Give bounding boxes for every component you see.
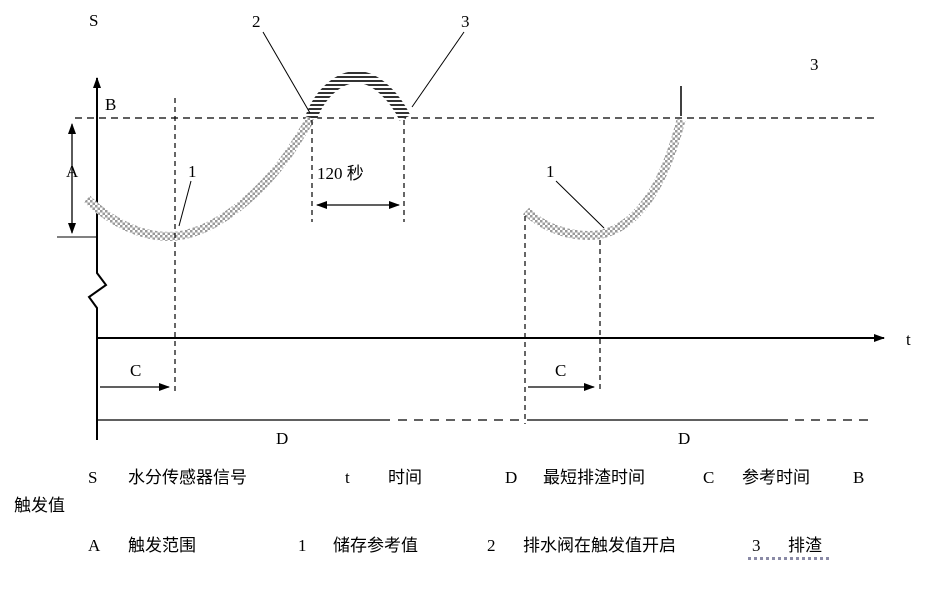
duration-label: 120 秒 xyxy=(317,164,364,183)
timing-diagram: S B A 2 3 3 1 120 秒 1 t C C D D xyxy=(57,11,911,448)
spellcheck-underline xyxy=(748,557,830,560)
legend-value-b-wrapped: 触发值 xyxy=(14,496,65,515)
legend-value-d: 最短排渣时间 xyxy=(543,468,645,487)
trigger-value-label: B xyxy=(105,95,116,114)
legend-key-c: C xyxy=(703,468,715,487)
legend-key-1: 1 xyxy=(298,536,307,555)
legend-key-a: A xyxy=(88,536,101,555)
leader-line-3 xyxy=(411,31,465,108)
y-axis xyxy=(87,77,108,440)
legend-key-3: 3 xyxy=(752,536,761,555)
legend-value-s: 水分传感器信号 xyxy=(128,468,247,487)
valve-open-label: 2 xyxy=(252,12,261,31)
legend-key-2: 2 xyxy=(487,536,496,555)
ref-time-right-label: C xyxy=(555,361,566,380)
ref-point-right-label: 1 xyxy=(546,162,555,181)
legend-value-a: 触发范围 xyxy=(128,536,196,555)
legend-key-t: t xyxy=(345,468,350,487)
leader-line-1-right xyxy=(555,180,605,229)
trigger-range-label: A xyxy=(66,162,79,181)
drain-time-left-label: D xyxy=(276,429,288,448)
legend-value-2: 排水阀在触发值开启 xyxy=(523,536,676,555)
legend-value-c: 参考时间 xyxy=(742,468,810,487)
signal-curve-right xyxy=(522,118,686,240)
ref-point-left-label: 1 xyxy=(188,162,197,181)
leader-line-1-left xyxy=(178,180,192,227)
legend-value-t: 时间 xyxy=(388,468,422,487)
drain-top-label: 3 xyxy=(461,12,470,31)
leader-line-2 xyxy=(262,31,311,114)
legend-value-1: 储存参考值 xyxy=(333,536,418,555)
drain-right-label: 3 xyxy=(810,55,819,74)
y-axis-label: S xyxy=(89,11,98,30)
signal-peak-striped xyxy=(305,70,411,121)
drain-time-right-label: D xyxy=(678,429,690,448)
signal-curve-left xyxy=(83,115,315,241)
legend-key-d: D xyxy=(505,468,518,487)
legend-key-b: B xyxy=(853,468,865,487)
legend-key-s: S xyxy=(88,468,98,487)
legend-value-3: 排渣 xyxy=(788,536,822,555)
ref-time-left-label: C xyxy=(130,361,141,380)
x-axis-label: t xyxy=(906,330,911,349)
